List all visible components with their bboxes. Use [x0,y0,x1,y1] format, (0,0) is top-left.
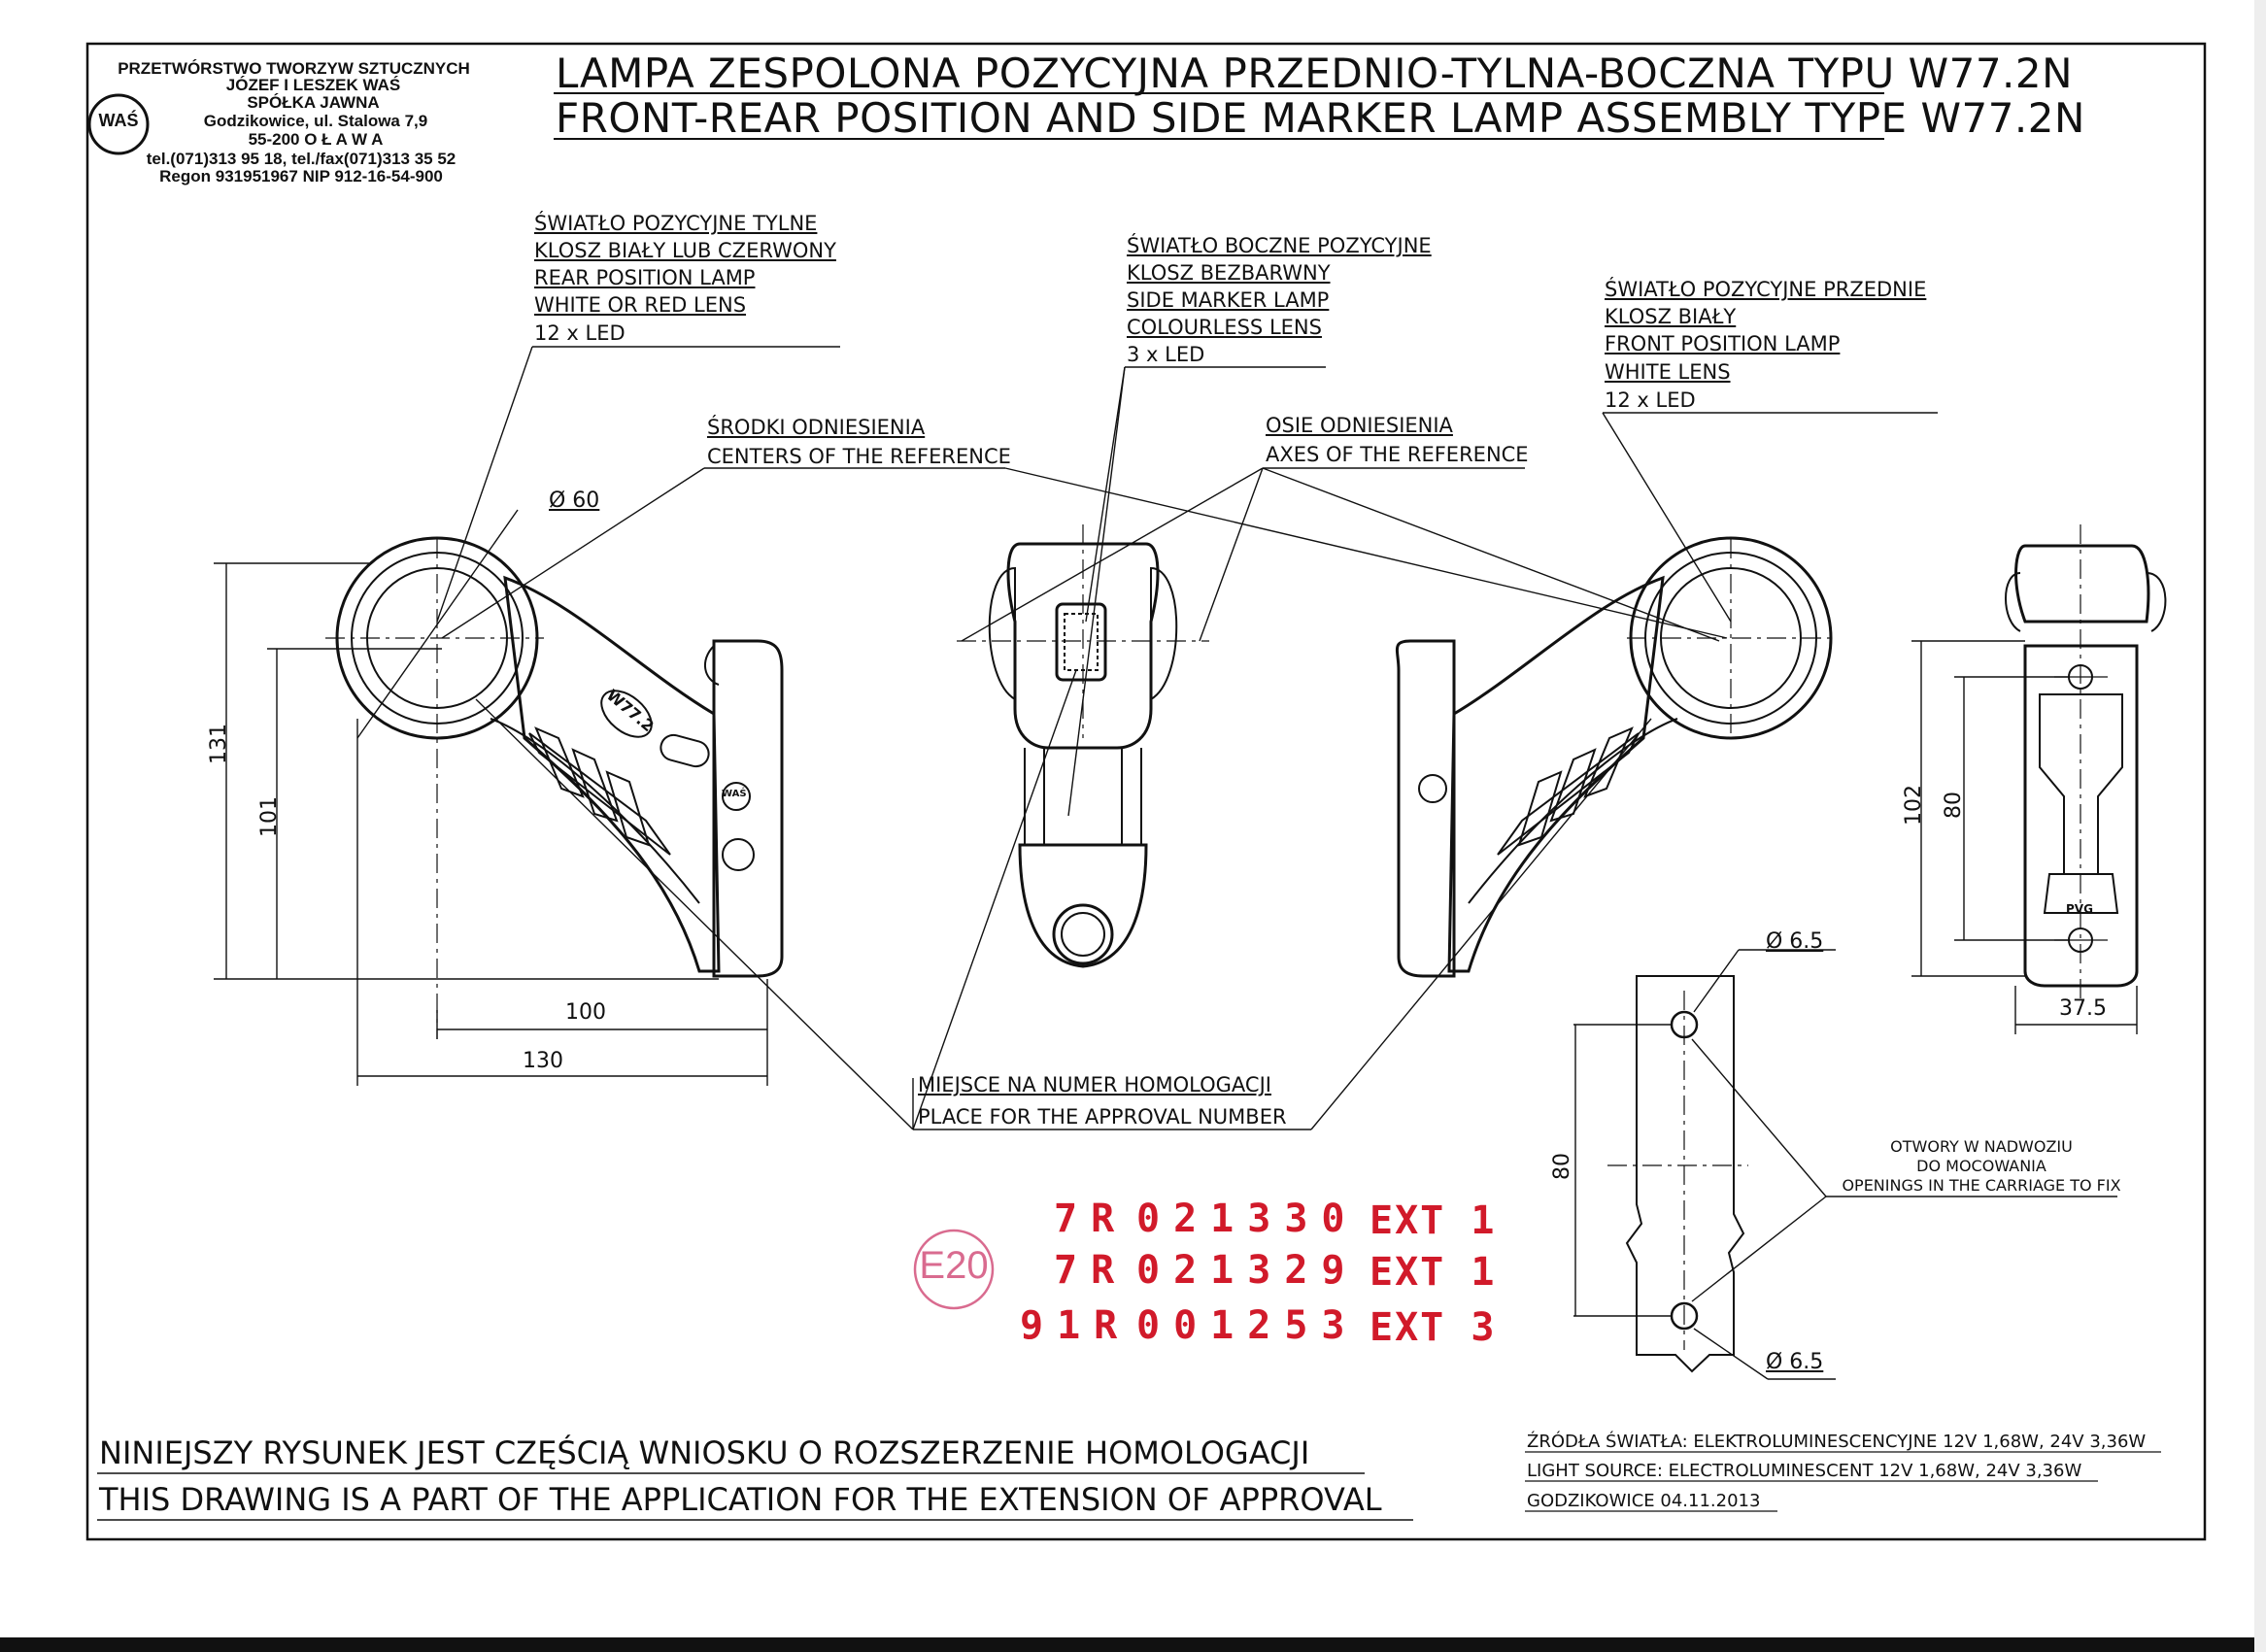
callout-front-5: 12 x LED [1605,388,1696,412]
mounting-holes-detail [1573,949,2117,1380]
dim-dia60: Ø 60 [549,489,600,513]
approval-number-3: 001253 [1136,1303,1359,1348]
company-line-6: tel.(071)313 95 18, tel./fax(071)313 35 … [146,150,457,168]
callout-approval-en: PLACE FOR THE APPROVAL NUMBER [918,1105,1287,1129]
approval-number-2: 021329 [1136,1248,1359,1293]
dim-100: 100 [565,1000,606,1025]
callout-front-2: KLOSZ BIAŁY [1605,305,1737,328]
emark: E20 [919,1244,989,1287]
drawing-frame [85,42,2207,1541]
callout-side-1: ŚWIATŁO BOCZNE POZYCYJNE [1127,234,1432,257]
company-line-7: Regon 931951967 NIP 912-16-54-900 [159,167,443,185]
left-lamp-view [325,536,784,1039]
left-dimensions [214,509,768,1086]
callout-approval-pl: MIEJSCE NA NUMER HOMOLOGACJI [918,1073,1271,1096]
approval-ext-2: EXT 1 [1370,1250,1497,1295]
dim-131: 131 [207,724,231,764]
company-line-4: Godzikowice, ul. Stalowa 7,9 [203,112,428,130]
brand-mark-left: WAŚ [722,789,747,799]
callout-leaders [436,346,1938,1130]
dim-101: 101 [257,796,282,837]
light-source-en: LIGHT SOURCE: ELECTROLUMINESCENT 12V 1,6… [1527,1461,2082,1481]
callout-axes-en: AXES OF THE REFERENCE [1266,443,1529,466]
callout-openings-2: DO MOCOWANIA [1916,1157,2046,1175]
emark-circle [913,1229,995,1310]
approval-number-1: 021330 [1136,1197,1359,1241]
rear-view [2005,524,2167,1000]
dim-hole-bottom: Ø 6.5 [1766,1350,1824,1374]
callout-centers-en: CENTERS OF THE REFERENCE [707,445,1011,468]
scan-border [0,1637,2266,1652]
callout-axes-pl: OSIE ODNIESIENIA [1266,414,1453,437]
callout-centers-pl: ŚRODKI ODNIESIENIA [707,416,926,439]
callout-side-5: 3 x LED [1127,343,1205,366]
dim-130: 130 [523,1049,563,1073]
company-line-3: SPÓŁKA JAWNA [247,93,380,112]
dim-hole-spacing: 80 [1550,1153,1574,1180]
approval-code-1: 7R [1054,1197,1129,1241]
dim-37-5: 37.5 [2059,996,2107,1021]
company-line-1: PRZETWÓRSTWO TWORZYW SZTUCZNYCH [118,59,470,78]
light-source-pl: ŹRÓDŁA ŚWIATŁA: ELEKTROLUMINESCENCYJNE 1… [1527,1432,2147,1452]
dim-80: 80 [1942,792,1966,819]
approval-ext-3: EXT 3 [1370,1305,1497,1350]
dim-hole-top: Ø 6.5 [1766,929,1824,954]
footer-pl: NINIEJSZY RYSUNEK JEST CZĘŚCIĄ WNIOSKU O… [99,1434,1310,1471]
callout-openings-1: OTWORY W NADWOZIU [1890,1137,2073,1156]
center-lamp-view [957,524,1209,968]
callout-side-3: SIDE MARKER LAMP [1127,288,1330,312]
approval-code-2: 7R [1054,1248,1129,1293]
callout-front-4: WHITE LENS [1605,360,1731,384]
dim-102: 102 [1902,785,1926,826]
callout-rear-5: 12 x LED [534,321,626,345]
callout-rear-3: REAR POSITION LAMP [534,266,756,289]
company-logo: WAŚ [98,111,139,130]
callout-side-4: COLOURLESS LENS [1127,316,1322,339]
callout-front-1: ŚWIATŁO POZYCYJNE PRZEDNIE [1605,278,1927,301]
footer-en: THIS DRAWING IS A PART OF THE APPLICATIO… [99,1481,1382,1518]
title-en: FRONT-REAR POSITION AND SIDE MARKER LAMP… [556,94,2085,142]
right-lamp-view [1396,536,1836,978]
callout-front-3: FRONT POSITION LAMP [1605,332,1841,355]
callout-rear-1: ŚWIATŁO POZYCYJNE TYLNE [534,212,818,235]
company-line-5: 55-200 O Ł A W A [248,130,384,149]
approval-code-3: 91R [1020,1303,1132,1348]
callout-rear-2: KLOSZ BIAŁY LUB CZERWONY [534,239,836,262]
approval-ext-1: EXT 1 [1370,1198,1497,1243]
title-pl: LAMPA ZESPOLONA POZYCYJNA PRZEDNIO-TYLNA… [556,50,2074,97]
callout-side-2: KLOSZ BEZBARWNY [1127,261,1331,285]
callout-openings-3: OPENINGS IN THE CARRIAGE TO FIX [1842,1176,2121,1195]
company-logo-circle [87,93,150,155]
company-line-2: JÓZEF I LESZEK WAŚ [225,76,401,94]
pvc-mark: PVG [2066,902,2093,916]
drawing-date: GODZIKOWICE 04.11.2013 [1527,1491,1761,1511]
rear-view-dimensions [1911,640,2138,1034]
callout-rear-4: WHITE OR RED LENS [534,293,747,317]
scan-edge-right [2254,0,2266,1652]
